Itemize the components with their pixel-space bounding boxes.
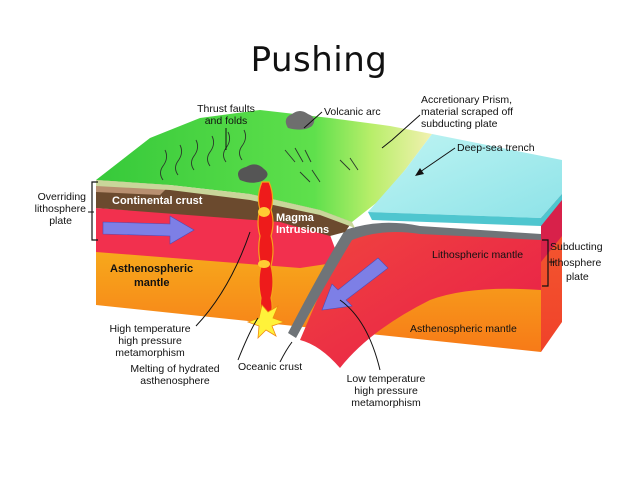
oceanic-crust-band (288, 222, 541, 338)
label-high-temp-1: High temperature (109, 323, 190, 335)
label-thrust-faults-2: and folds (205, 115, 248, 127)
label-subducting-3: plate (566, 271, 589, 283)
label-overriding-1: Overriding (38, 191, 87, 203)
land-front-edge (96, 180, 355, 228)
trench-arrowhead (415, 168, 424, 176)
magma-chamber-mid (258, 260, 270, 268)
label-volcanic-arc: Volcanic arc (324, 106, 381, 118)
label-subducting-1: Subducting (550, 241, 603, 253)
label-high-temp-2: high pressure (118, 335, 182, 347)
label-low-temp-1: Low temperature (347, 373, 426, 385)
label-lithospheric-mantle: Lithospheric mantle (432, 249, 523, 261)
overriding-bracket (91, 181, 98, 241)
ocean-edge (368, 194, 562, 226)
label-asthenospheric-right: Asthenospheric mantle (410, 323, 517, 335)
arrow-down-left-icon (321, 257, 389, 311)
volcano-smoke-front (238, 164, 268, 183)
subducting-bracket (542, 239, 549, 287)
label-asthenospheric-left: Asthenospheric (110, 263, 193, 275)
label-magma: Magma (276, 212, 315, 224)
overriding-lithosphere (96, 208, 340, 268)
label-overriding-3: plate (49, 215, 72, 227)
melt-zone-star (246, 304, 286, 340)
land-surface (96, 110, 432, 222)
block-side-lithosphere (541, 194, 562, 262)
label-continental-crust: Continental crust (112, 195, 203, 207)
label-melting-2: asthenosphere (140, 375, 210, 387)
leader-lines (88, 111, 555, 371)
label-deep-sea-trench: Deep-sea trench (457, 142, 535, 154)
label-overriding-2: lithosphere (35, 203, 87, 215)
slide-title: Pushing (250, 40, 388, 80)
label-melting-1: Melting of hydrated (130, 363, 219, 375)
label-thrust-faults: Thrust faults (197, 103, 255, 115)
label-intrusions: Intrusions (276, 224, 329, 236)
subducting-slab (300, 224, 541, 368)
magma-column (257, 181, 274, 323)
arrow-right-icon (102, 215, 195, 245)
label-oceanic-crust: Oceanic crust (238, 361, 302, 373)
label-accretionary-2: material scraped off (421, 106, 513, 118)
label-low-temp-2: high pressure (354, 385, 418, 397)
label-subducting-2: lithosphere (550, 257, 602, 269)
magma-chamber-upper (258, 207, 270, 217)
label-high-temp-3: metamorphism (115, 347, 185, 359)
label-accretionary-1: Accretionary Prism, (421, 94, 512, 106)
label-low-temp-3: metamorphism (351, 397, 421, 409)
ocean-surface (368, 134, 562, 218)
label-asthenospheric-left-2: mantle (134, 277, 169, 289)
label-accretionary-3: subducting plate (421, 118, 498, 130)
